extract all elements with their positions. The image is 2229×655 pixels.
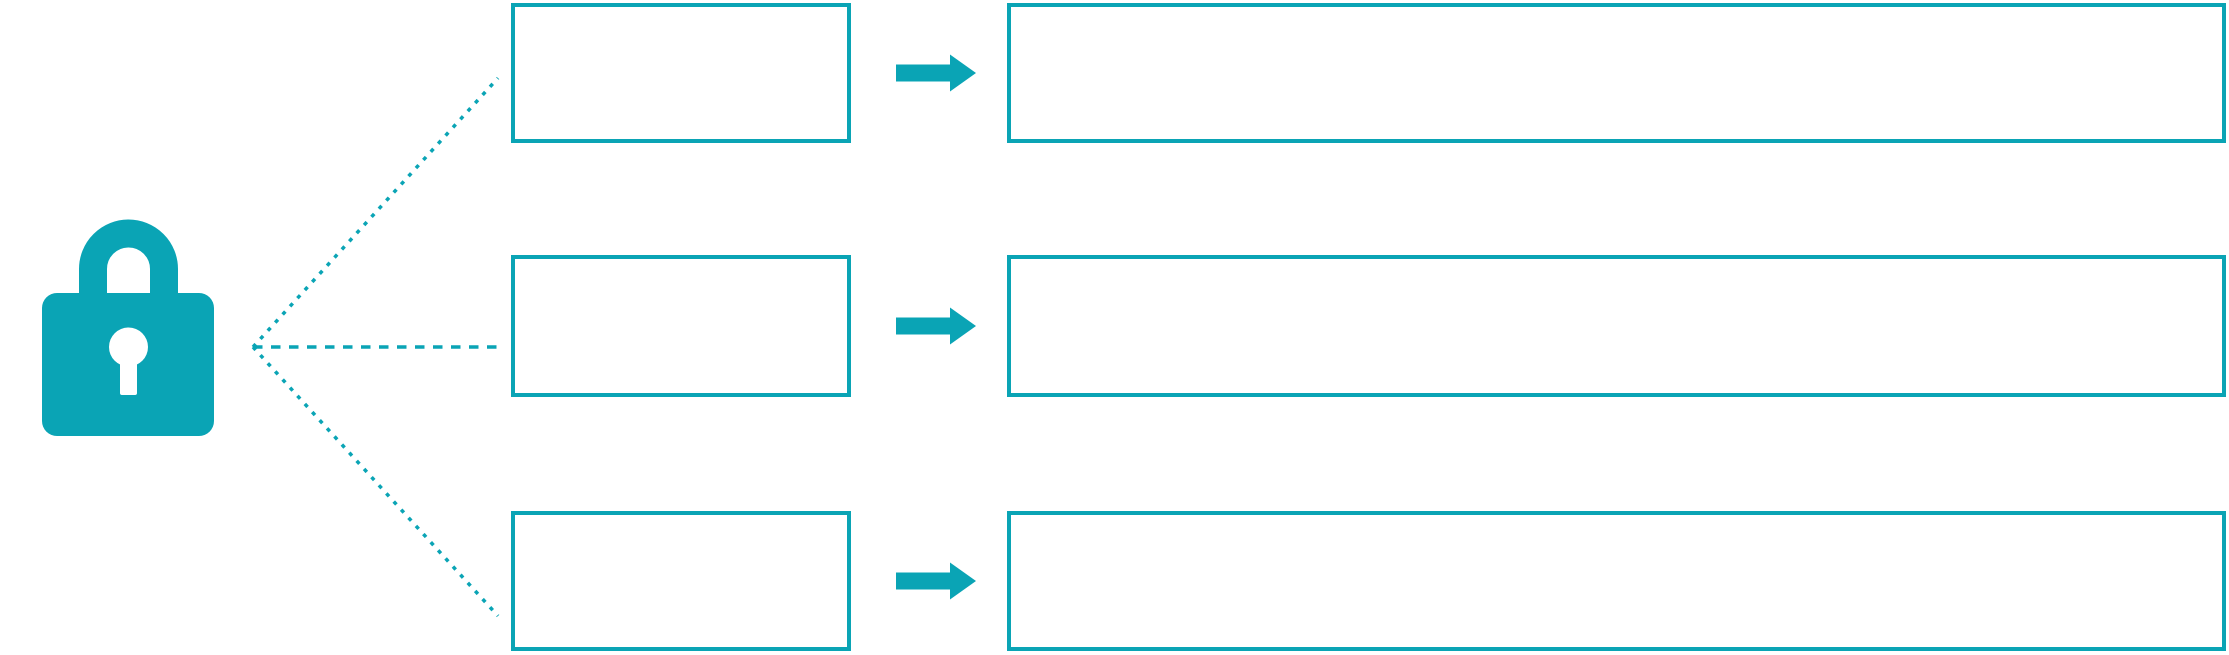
topic-box-1 xyxy=(511,3,851,143)
lock-keyhole-circle xyxy=(109,327,148,367)
detail-box-1 xyxy=(1007,3,2226,143)
lock-keyhole-stem xyxy=(120,350,137,395)
connector-lines xyxy=(251,76,502,618)
topic-box-2 xyxy=(511,255,851,397)
arrow-right-icon xyxy=(896,54,976,92)
detail-box-2 xyxy=(1007,255,2226,397)
lock-icon xyxy=(42,219,214,436)
lock-body xyxy=(42,293,214,436)
connector-line-bottom xyxy=(251,345,500,618)
arrow-right-icon xyxy=(896,562,976,600)
detail-box-3 xyxy=(1007,511,2226,651)
topic-box-3 xyxy=(511,511,851,651)
connector-line-top xyxy=(251,76,500,349)
lock-shackle xyxy=(79,219,178,302)
arrow-right-icon xyxy=(896,307,976,345)
flow-arrows xyxy=(896,54,976,600)
